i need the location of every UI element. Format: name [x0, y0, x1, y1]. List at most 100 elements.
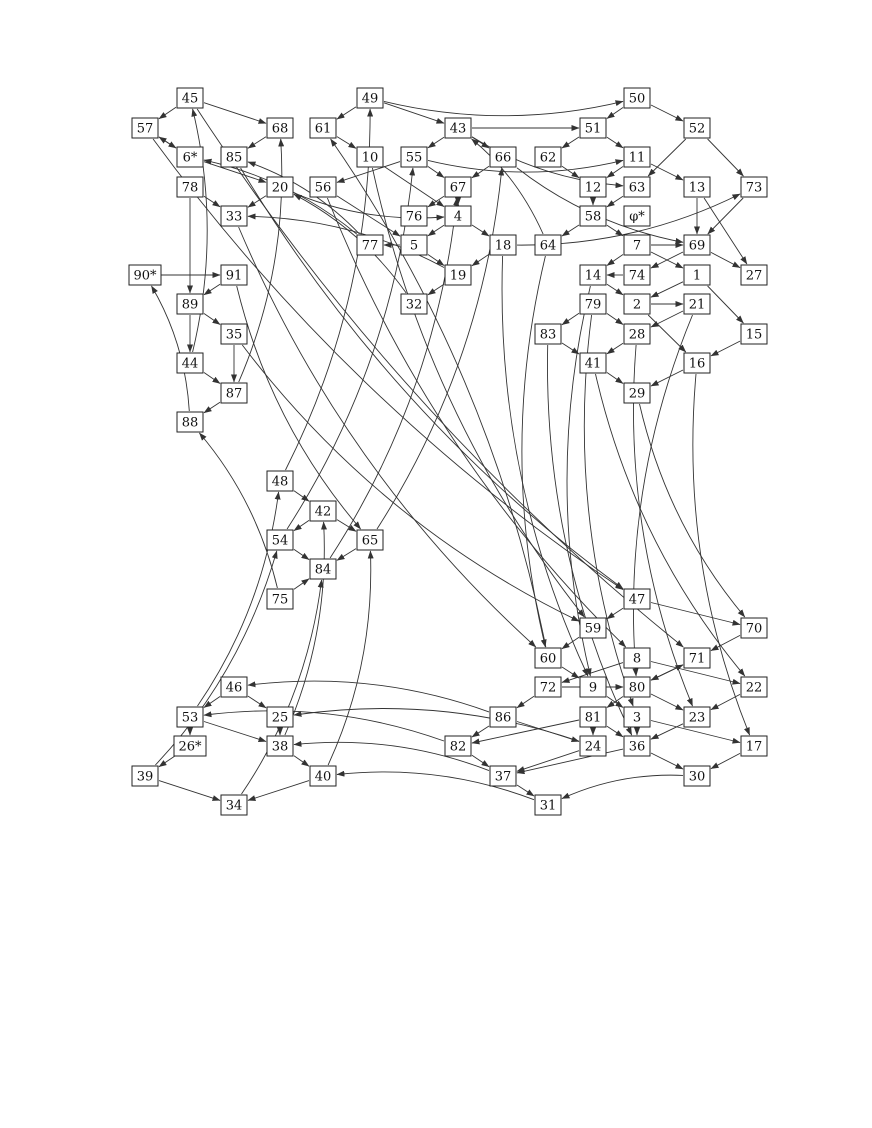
edge-58-to-7: [606, 224, 624, 237]
edge-79-to-28: [606, 313, 624, 325]
node-box: [176, 293, 204, 315]
node-box: [579, 706, 607, 728]
node-label: 14: [585, 269, 602, 284]
node-box: [623, 146, 651, 168]
node-83: 83: [534, 323, 562, 345]
edge-84-to-67: [329, 197, 460, 559]
edge-5-to-19: [427, 254, 445, 266]
node-label: 57: [137, 122, 154, 137]
node-label: 74: [629, 269, 646, 284]
node-35: 35: [220, 323, 248, 345]
node-label: 5: [410, 239, 418, 254]
node-label: 84: [315, 563, 332, 578]
node-label: 4: [454, 210, 462, 225]
node-box: [489, 146, 517, 168]
node-label: 54: [272, 534, 289, 549]
node-label: 6*: [183, 151, 198, 166]
edge-18-to-19: [471, 253, 490, 267]
node-box: [444, 176, 472, 198]
node-label: 18: [495, 239, 512, 254]
node-box: [444, 264, 472, 286]
edge-35-to-59: [241, 344, 580, 622]
node-7: 7: [623, 234, 651, 256]
edge-1-to-15: [707, 285, 744, 324]
node-91: 91: [220, 264, 248, 286]
edge-47-to-70: [650, 602, 741, 626]
node-31: 31: [534, 794, 562, 816]
node-box: [489, 765, 517, 787]
node-label: 79: [585, 298, 602, 313]
edge-40-to-34: [247, 780, 310, 801]
edge-53-to-38: [203, 721, 267, 743]
node-40: 40: [309, 765, 337, 787]
node-45: 45: [176, 87, 204, 109]
node-86: 86: [489, 706, 517, 728]
node-box: [534, 794, 562, 816]
node-box: [579, 205, 607, 227]
node-34: 34: [220, 794, 248, 816]
node-box: [623, 647, 651, 669]
node-33: 33: [220, 205, 248, 227]
node-box: [623, 382, 651, 404]
node-box: [220, 794, 248, 816]
node-label: 22: [746, 681, 763, 696]
node-label: 28: [629, 328, 646, 343]
node-label: 21: [689, 298, 706, 313]
edge-59-to-60: [561, 636, 580, 650]
node-49: 49: [356, 87, 384, 109]
node-20: 20: [266, 176, 294, 198]
node-47: 47: [623, 588, 651, 610]
node-box: [579, 293, 607, 315]
node-5: 5: [400, 234, 428, 256]
edge-21-to-28: [650, 310, 684, 328]
node-76: 76: [400, 205, 428, 227]
edge-44-to-45: [191, 108, 208, 353]
edge-39-to-34: [158, 780, 221, 801]
node-19: 19: [444, 264, 472, 286]
node-9: 9: [579, 676, 607, 698]
node-label: 44: [182, 357, 199, 372]
node-18: 18: [489, 234, 517, 256]
edge-87-to-88: [203, 401, 221, 414]
edge-49-to-50: [383, 100, 624, 117]
edge-55-to-11: [427, 159, 624, 173]
node-label: 63: [629, 181, 646, 196]
node-11: 11: [623, 146, 651, 168]
node-box: [400, 205, 428, 227]
node-77: 77: [356, 234, 384, 256]
node-52: 52: [683, 117, 711, 139]
edge-80-to-81: [606, 696, 624, 708]
edge-7-to-14: [606, 254, 624, 266]
edge-19-to-32: [427, 283, 445, 296]
node-box: [356, 146, 384, 168]
edge-36-to-30: [650, 752, 684, 770]
node-label: 24: [585, 740, 602, 755]
edge-50-to-52: [650, 104, 684, 122]
edge-47-to-59: [606, 607, 624, 620]
edge-67-to-76: [427, 195, 445, 208]
edge-52-to-73: [707, 138, 744, 177]
node-label: 83: [540, 328, 557, 343]
edge-69-to-74: [650, 251, 684, 269]
edge-55-to-67: [427, 166, 445, 178]
edge-33-to-60: [238, 226, 537, 648]
node-64: 64: [534, 234, 562, 256]
edge-81-to-36: [606, 725, 624, 738]
node-58: 58: [579, 205, 607, 227]
node-80: 80: [623, 676, 651, 698]
node-box: [176, 176, 204, 198]
edge-66-to-67: [471, 165, 490, 179]
node-89: 89: [176, 293, 204, 315]
node-82: 82: [444, 735, 472, 757]
edge-82-to-37: [471, 754, 490, 768]
edge-42-to-65: [336, 519, 357, 532]
edge-36-to-37: [516, 748, 624, 775]
node-box: [579, 735, 607, 757]
node-box: [740, 264, 768, 286]
edge-49-to-61: [336, 106, 357, 120]
node-box: [400, 234, 428, 256]
edge-34-to-84: [241, 579, 324, 795]
edge-64-to-60: [521, 255, 547, 648]
edge-18-to-9: [501, 255, 589, 677]
node-box: [623, 676, 651, 698]
